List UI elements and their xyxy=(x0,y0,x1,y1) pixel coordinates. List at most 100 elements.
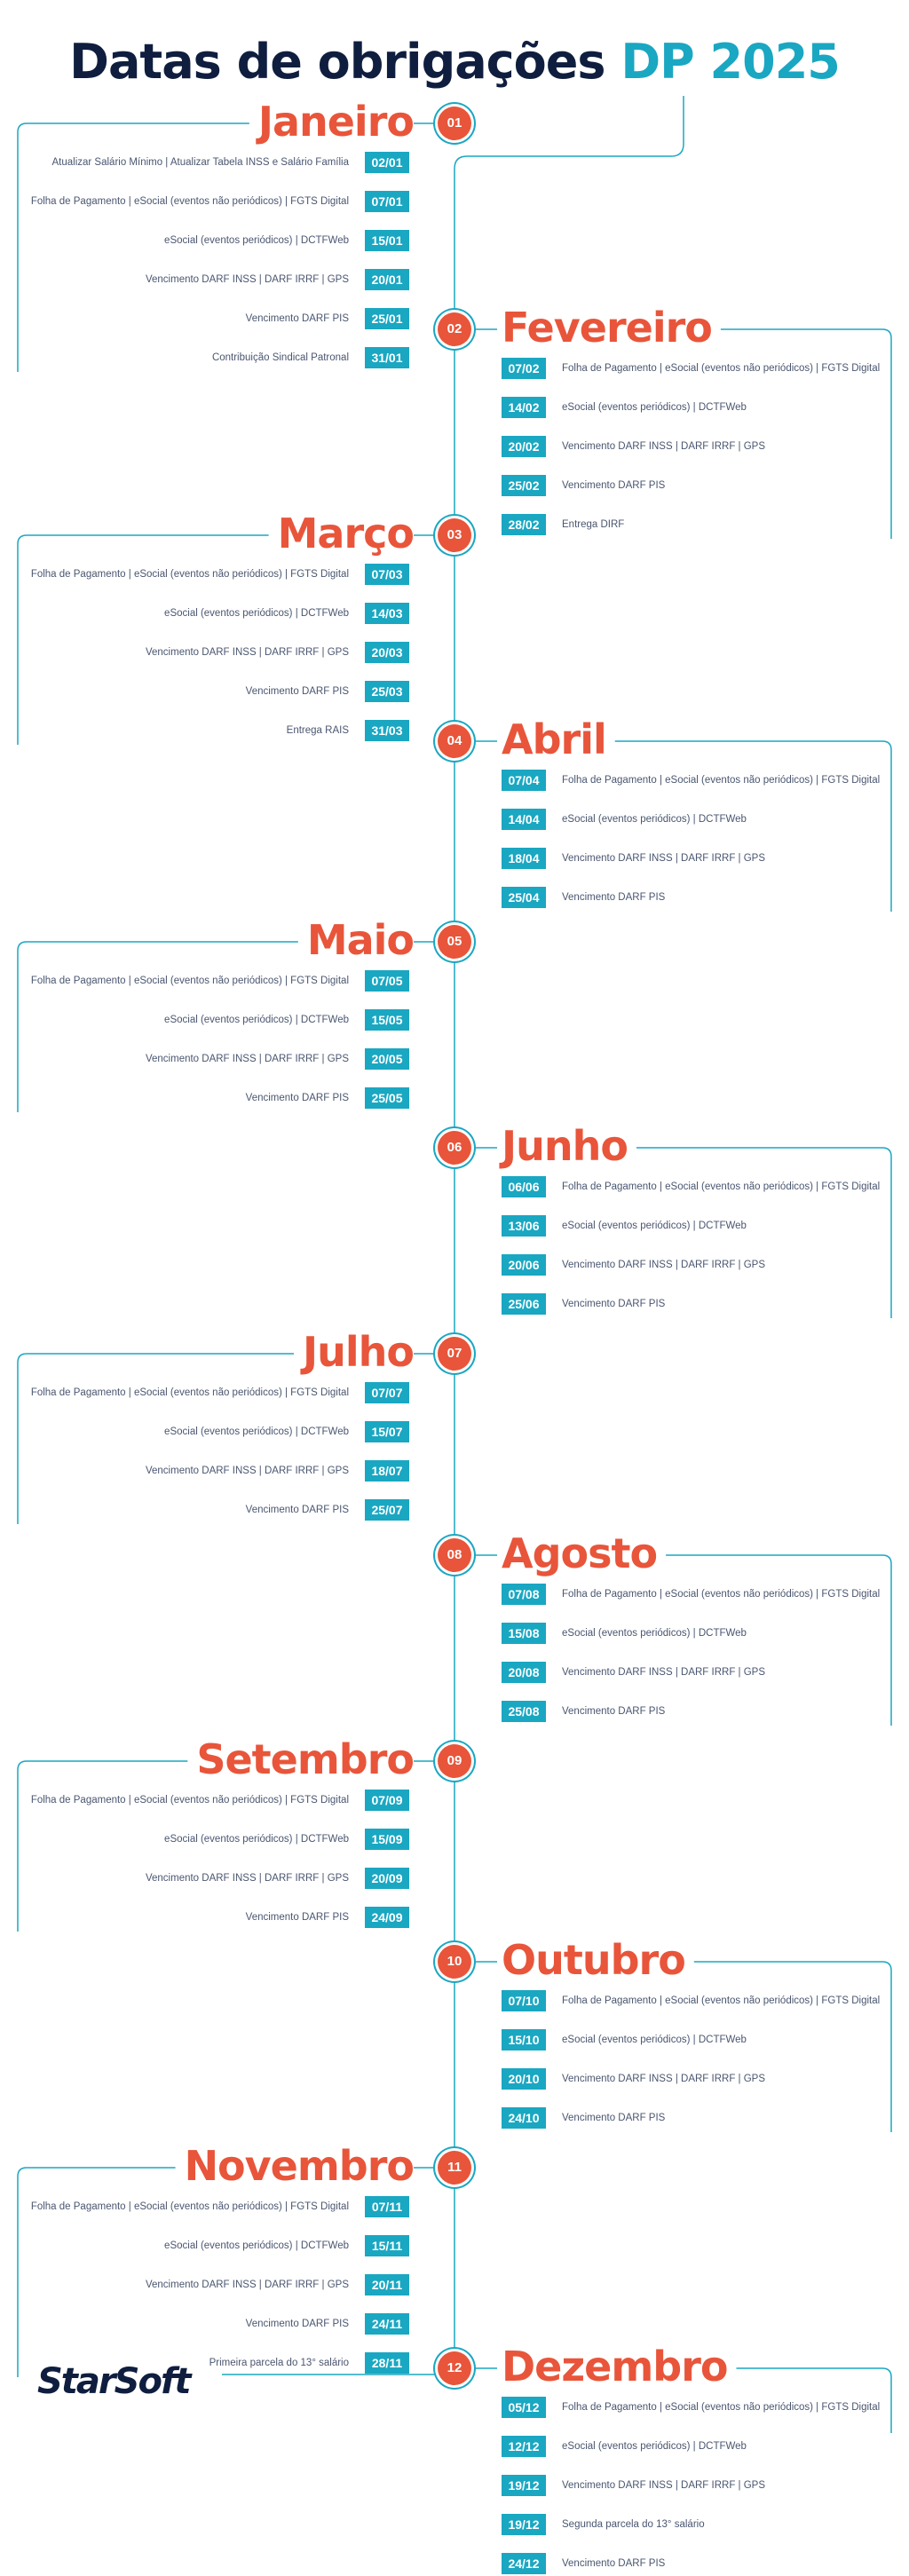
month-number-badge: 01 xyxy=(438,107,471,140)
obligation-row: Atualizar Salário Mínimo | Atualizar Tab… xyxy=(51,150,409,175)
date-badge: 15/11 xyxy=(365,2235,409,2256)
month-title: Abril xyxy=(502,715,607,763)
month-number-badge: 08 xyxy=(438,1538,471,1572)
date-badge: 20/05 xyxy=(365,1048,409,1070)
obligation-row: eSocial (eventos periódicos) | DCTFWeb 12… xyxy=(502,2434,747,2459)
obligation-label: eSocial (eventos periódicos) | DCTFWeb xyxy=(562,2441,747,2452)
month-title: Outubro xyxy=(502,1936,686,1984)
obligation-row: Vencimento DARF INSS | DARF IRRF | GPS 20… xyxy=(146,1866,409,1891)
obligation-label: Folha de Pagamento | eSocial (eventos nã… xyxy=(30,976,349,986)
obligation-row: eSocial (eventos periódicos) | DCTFWeb 15… xyxy=(164,2233,409,2258)
date-badge: 25/05 xyxy=(365,1087,409,1109)
obligation-label: Vencimento DARF PIS xyxy=(245,2319,349,2329)
obligation-row: Folha de Pagamento | eSocial (eventos nã… xyxy=(502,768,880,793)
obligation-row: Folha de Pagamento | eSocial (eventos nã… xyxy=(31,562,409,587)
obligation-row: Folha de Pagamento | eSocial (eventos nã… xyxy=(502,1582,880,1607)
date-badge: 06/06 xyxy=(502,1176,546,1197)
obligation-label: eSocial (eventos periódicos) | DCTFWeb xyxy=(164,1834,349,1845)
obligation-label: eSocial (eventos periódicos) | DCTFWeb xyxy=(164,608,349,619)
date-badge: 18/04 xyxy=(502,848,546,869)
date-badge: 24/11 xyxy=(365,2313,409,2335)
obligation-label: Vencimento DARF INSS | DARF IRRF | GPS xyxy=(145,1873,349,1884)
date-badge: 18/07 xyxy=(365,1460,409,1482)
month-number-badge: 05 xyxy=(438,925,471,959)
obligation-label: eSocial (eventos periódicos) | DCTFWeb xyxy=(562,814,747,825)
month-number-badge: 02 xyxy=(438,312,471,346)
date-badge: 05/12 xyxy=(502,2397,546,2418)
obligation-label: Vencimento DARF INSS | DARF IRRF | GPS xyxy=(562,2480,766,2491)
date-badge: 15/10 xyxy=(502,2029,546,2051)
date-badge: 20/09 xyxy=(365,1868,409,1889)
obligation-row: Folha de Pagamento | eSocial (eventos nã… xyxy=(31,189,409,214)
starsoft-logo: StarSoft xyxy=(37,2361,191,2402)
date-badge: 25/07 xyxy=(365,1499,409,1521)
month-bracket xyxy=(736,2367,892,2433)
month-number-badge: 10 xyxy=(438,1945,471,1979)
month-number-badge: 03 xyxy=(438,518,471,552)
obligation-label: Primeira parcela do 13° salário xyxy=(209,2358,349,2368)
month-number-badge: 12 xyxy=(438,2351,471,2385)
obligation-row: Vencimento DARF PIS 25/06 xyxy=(502,1292,665,1316)
month-bracket xyxy=(614,740,892,912)
date-badge: 15/08 xyxy=(502,1623,546,1644)
obligation-label: eSocial (eventos periódicos) | DCTFWeb xyxy=(562,2035,747,2045)
date-badge: 12/12 xyxy=(502,2436,546,2457)
obligation-label: Vencimento DARF INSS | DARF IRRF | GPS xyxy=(145,274,349,285)
obligation-label: Vencimento DARF INSS | DARF IRRF | GPS xyxy=(145,1054,349,1064)
page-title: Datas de obrigações DP 2025 xyxy=(0,34,909,90)
month-bracket xyxy=(17,534,269,745)
date-badge: 07/11 xyxy=(365,2196,409,2217)
month-number-badge: 11 xyxy=(438,2151,471,2185)
date-badge: 20/01 xyxy=(365,269,409,290)
date-badge: 13/06 xyxy=(502,1215,546,1237)
title-main: Datas de obrigações xyxy=(69,34,605,90)
obligation-label: Entrega RAIS xyxy=(286,725,349,736)
month-title: Agosto xyxy=(502,1529,658,1577)
date-badge: 15/09 xyxy=(365,1829,409,1850)
obligation-label: eSocial (eventos periódicos) | DCTFWeb xyxy=(164,1015,349,1025)
month-title: Dezembro xyxy=(502,2343,729,2390)
date-badge: 14/03 xyxy=(365,603,409,624)
obligation-label: Vencimento DARF INSS | DARF IRRF | GPS xyxy=(562,853,766,864)
date-badge: 07/03 xyxy=(365,564,409,585)
obligation-label: eSocial (eventos periódicos) | DCTFWeb xyxy=(164,2240,349,2251)
obligation-row: Folha de Pagamento | eSocial (eventos nã… xyxy=(31,968,409,993)
date-badge: 20/10 xyxy=(502,2068,546,2090)
month-number-badge: 04 xyxy=(438,724,471,758)
timeline-lines xyxy=(17,96,892,2433)
date-badge: 07/10 xyxy=(502,1990,546,2011)
date-badge: 25/08 xyxy=(502,1701,546,1722)
date-badge: 20/11 xyxy=(365,2274,409,2295)
obligation-row: Folha de Pagamento | eSocial (eventos nã… xyxy=(502,2395,880,2420)
date-badge: 14/02 xyxy=(502,397,546,418)
obligation-label: eSocial (eventos periódicos) | DCTFWeb xyxy=(562,1628,747,1639)
date-badge: 20/06 xyxy=(502,1254,546,1276)
obligation-label: Vencimento DARF PIS xyxy=(245,313,349,324)
month-title: Janeiro xyxy=(257,98,415,146)
obligation-label: Folha de Pagamento | eSocial (eventos nã… xyxy=(562,1181,881,1192)
month-title: Junho xyxy=(502,1122,628,1170)
obligation-label: Vencimento DARF PIS xyxy=(562,2113,666,2123)
date-badge: 25/06 xyxy=(502,1293,546,1315)
obligation-row: eSocial (eventos periódicos) | DCTFWeb 14… xyxy=(164,601,409,626)
date-badge: 07/09 xyxy=(365,1790,409,1811)
date-badge: 19/12 xyxy=(502,2514,546,2535)
month-title: Março xyxy=(277,510,415,557)
obligation-label: Vencimento DARF INSS | DARF IRRF | GPS xyxy=(562,2074,766,2084)
obligation-label: Folha de Pagamento | eSocial (eventos nã… xyxy=(30,569,349,580)
month-title: Fevereiro xyxy=(502,304,713,352)
obligation-label: Vencimento DARF PIS xyxy=(562,1299,666,1309)
obligation-label: Folha de Pagamento | eSocial (eventos nã… xyxy=(562,1589,881,1600)
obligation-label: Atualizar Salário Mínimo | Atualizar Tab… xyxy=(51,157,349,168)
obligation-label: Vencimento DARF INSS | DARF IRRF | GPS xyxy=(562,441,766,452)
